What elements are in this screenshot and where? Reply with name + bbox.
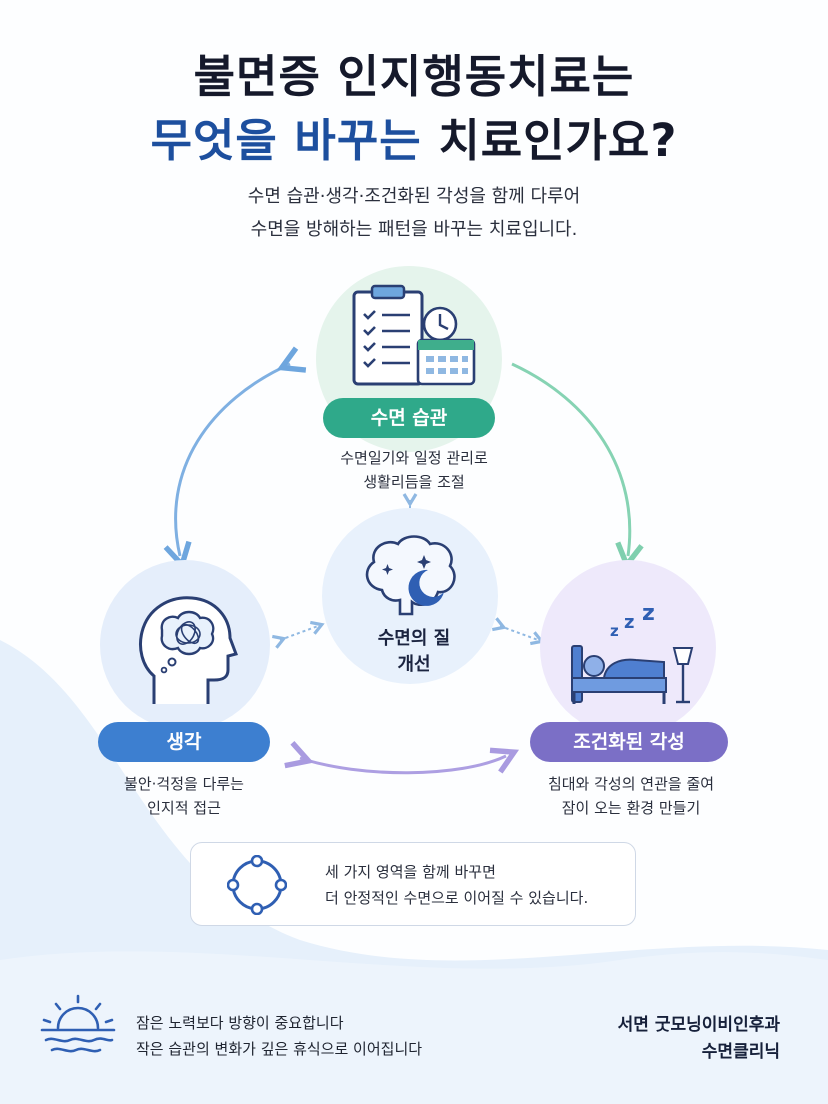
page-title-line2: 무엇을 바꾸는 치료인가요? (0, 104, 828, 169)
arrow-thought-arousal (284, 741, 520, 775)
center-label-line1: 수면의 질 (377, 628, 451, 649)
clinic-line2: 수면클리닉 (701, 1042, 780, 1062)
thought-desc-line1: 불안·걱정을 다루는 (124, 775, 244, 793)
arrow-habit-thought (163, 346, 307, 571)
center-label-line2: 개선 (397, 654, 431, 675)
info-text: 세 가지 영역을 함께 바꾸면 더 안정적인 수면으로 이어질 수 있습니다. (325, 859, 588, 911)
subtitle-line1: 수면 습관·생각·조건화된 각성을 함께 다루어 (247, 186, 581, 207)
svg-text:z: z (642, 601, 655, 626)
connector-left (271, 620, 325, 649)
svg-text:z: z (624, 612, 634, 633)
info-box: 세 가지 영역을 함께 바꾸면 더 안정적인 수면으로 이어질 수 있습니다. (190, 842, 636, 926)
info-line2: 더 안정적인 수면으로 이어질 수 있습니다. (325, 889, 589, 907)
cycle-icon (227, 855, 287, 915)
head-thought-icon (139, 596, 238, 704)
connector-right (491, 617, 545, 646)
habit-desc-line2: 생활리듬을 조절 (363, 473, 465, 491)
arrow-habit-arousal (511, 362, 644, 571)
clinic-line1: 서면 굿모닝이비인후과 (617, 1015, 780, 1035)
title-highlight: 무엇을 바꾸는 (150, 114, 422, 167)
bed-sleeping-icon: z z z (571, 601, 694, 704)
footer-line1: 잠은 노력보다 방향이 중요합니다 (136, 1014, 344, 1032)
footer-message: 잠은 노력보다 방향이 중요합니다 작은 습관의 변화가 깊은 휴식으로 이어집… (136, 1010, 422, 1062)
page-title-line1: 불면증 인지행동치료는 (193, 50, 635, 103)
info-line1: 세 가지 영역을 함께 바꾸면 (325, 863, 496, 881)
arousal-desc-line2: 잠이 오는 환경 만들기 (561, 799, 701, 817)
arousal-label-pill: 조건화된 각성 (530, 722, 728, 762)
brain-moon-icon (365, 535, 456, 616)
subtitle-line2: 수면을 방해하는 패턴을 바꾸는 치료입니다. (250, 219, 578, 240)
svg-text:z: z (610, 622, 619, 640)
habit-label-pill: 수면 습관 (323, 398, 495, 438)
habit-desc-line1: 수면일기와 일정 관리로 (340, 449, 488, 467)
clipboard-calendar-icon (352, 284, 476, 386)
center-label: 수면의 질 개선 (332, 626, 496, 678)
clinic-name: 서면 굿모닝이비인후과 수면클리닉 (618, 1012, 780, 1066)
title-rest: 치료인가요? (438, 114, 678, 167)
arousal-desc-line1: 침대와 각성의 연관을 줄여 (547, 775, 715, 793)
footer-line2: 작은 습관의 변화가 깊은 휴식으로 이어집니다 (136, 1040, 423, 1058)
thought-label-pill: 생각 (98, 722, 270, 762)
thought-desc-line2: 인지적 접근 (147, 799, 221, 817)
sunrise-icon (40, 994, 116, 1053)
